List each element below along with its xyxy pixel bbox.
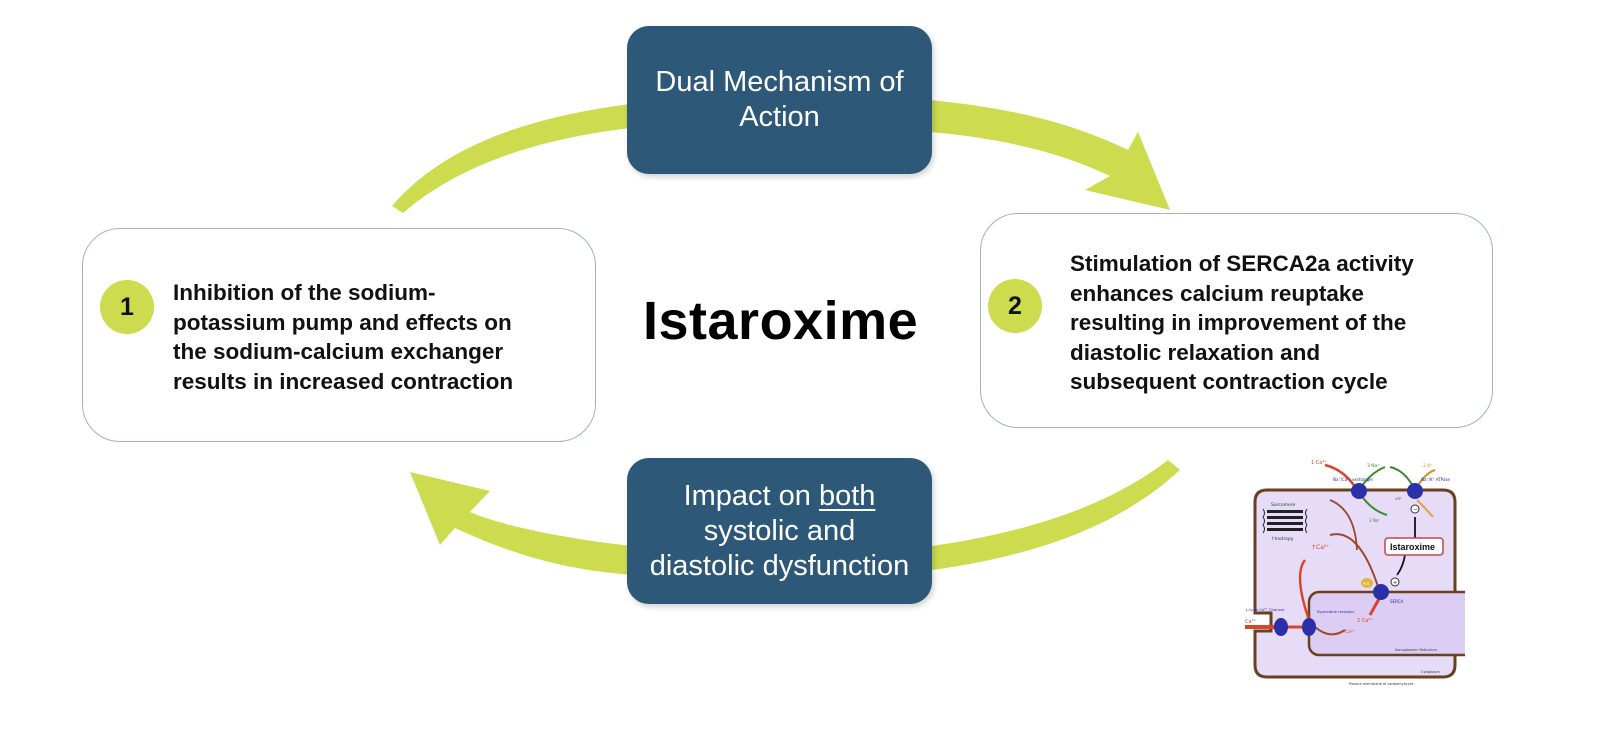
plb-protein — [1361, 578, 1373, 588]
mechanism-2-line-1: Stimulation of SERCA2a activity — [1070, 251, 1414, 276]
sarcomere-label: Sarcomere — [1271, 502, 1295, 508]
membrane-caption: Plasma membrane of cardiomyocyte — [1349, 682, 1413, 686]
ncx-label: Na⁺/Ca²⁺ exchanger — [1333, 477, 1374, 482]
inhibit-symbol: − — [1413, 506, 1418, 513]
arc-top-left — [392, 104, 630, 213]
nka-protein — [1407, 483, 1423, 499]
ca-reuptake-curve — [1329, 533, 1381, 594]
inhibit-sign — [1410, 504, 1420, 514]
drug-label-box — [1384, 537, 1444, 556]
dual-mechanism-line-1: Dual Mechanism of — [655, 66, 904, 98]
arrow-top-right — [930, 100, 1170, 210]
impact-line-1: Impact on both — [650, 479, 910, 514]
ca-sr-label: 2 Ca²⁺ — [1357, 618, 1373, 624]
mechanism-2-line-4: diastolic relaxation and — [1070, 339, 1321, 365]
drug-label: Istaroxime — [1390, 542, 1435, 552]
sarcoplasmic-reticulum — [1307, 590, 1465, 657]
atp-label: ATP — [1395, 497, 1401, 501]
mechanism-1-text: Inhibition of the sodium- potassium pump… — [173, 278, 513, 396]
stimulate-symbol: + — [1393, 580, 1398, 587]
badge-2: 2 — [988, 279, 1042, 333]
cytoplasm-label: Cytoplasm — [1421, 670, 1440, 674]
mechanism-1-card — [82, 228, 596, 442]
ca-sr-arrow — [1368, 596, 1382, 616]
mechanism-2-line-5: subsequent contraction cycle — [1070, 369, 1388, 394]
serca-protein — [1373, 584, 1389, 600]
ncx-protein — [1351, 483, 1367, 499]
plb-label: PLB — [1363, 582, 1370, 586]
ryanodine-receptor — [1302, 618, 1316, 636]
cardiomyocyte-diagram: Sarcomere ↑Inotropy PLB − + Istaroxime 1… — [1245, 460, 1465, 686]
ca-up-label: ↑Ca²⁺ — [1311, 544, 1329, 551]
ryr-label: Ryanodine receptor — [1317, 609, 1355, 614]
inotropy-label: ↑Inotropy — [1271, 536, 1294, 542]
mechanism-2-text: Stimulation of SERCA2a activity enhances… — [1070, 249, 1414, 397]
ltype-channel — [1274, 618, 1288, 636]
k-arrow — [1416, 499, 1434, 518]
mechanism-1-line-2: potassium pump and effects on — [173, 309, 512, 335]
k-label: 2 K⁺ — [1423, 463, 1433, 469]
sarcomere-icon — [1262, 508, 1308, 534]
impact-prefix: Impact on — [683, 479, 819, 512]
arrow-bottom-left — [410, 472, 632, 575]
dual-mechanism-box: Dual Mechanism of Action — [627, 26, 932, 174]
serca-label: SERCA — [1390, 599, 1403, 604]
mechanism-2-card — [980, 213, 1493, 428]
impact-line-2: systolic and — [703, 514, 856, 547]
ca-release-arrow — [1298, 559, 1312, 624]
stimulate-sign — [1390, 577, 1400, 587]
ca-out-label: 1 Ca²⁺ — [1311, 460, 1327, 466]
ca-release-label: Ca²⁺ — [1345, 629, 1356, 635]
dual-mechanism-line-2: Action — [739, 101, 820, 133]
drug-title: Istaroxime — [643, 291, 919, 351]
mechanism-1-line-4: results in increased contraction — [173, 368, 514, 394]
sr-label: Sarcoplasmic Reticulum — [1395, 648, 1437, 652]
ltype-label: L-type Ca²⁺ Channel — [1246, 607, 1284, 612]
mechanism-1-line-3: the sodium-calcium exchanger — [173, 339, 504, 364]
nka-label: Na⁺/K⁺ ATPase — [1421, 477, 1451, 482]
mechanism-1-line-1: Inhibition of the sodium- — [173, 280, 436, 305]
na-in-top-label: 3 Na⁺ — [1367, 463, 1380, 469]
impact-box: Impact on both systolic and diastolic dy… — [627, 458, 932, 604]
mechanism-2-line-2: enhances calcium reuptake — [1070, 280, 1364, 306]
impact-line-3: diastolic dysfunction — [649, 549, 910, 582]
arc-bottom-right — [932, 460, 1180, 570]
badge-1: 1 — [100, 280, 154, 334]
drug-to-serca-arrow — [1396, 554, 1406, 576]
na-in-bottom-label: 3 Na⁺ — [1369, 518, 1380, 523]
ryr-curve — [1314, 626, 1346, 636]
impact-both: both — [818, 479, 876, 512]
mechanism-2-line-3: resulting in improvement of the — [1070, 310, 1407, 335]
ca-entry-label: Ca²⁺ — [1245, 619, 1257, 625]
